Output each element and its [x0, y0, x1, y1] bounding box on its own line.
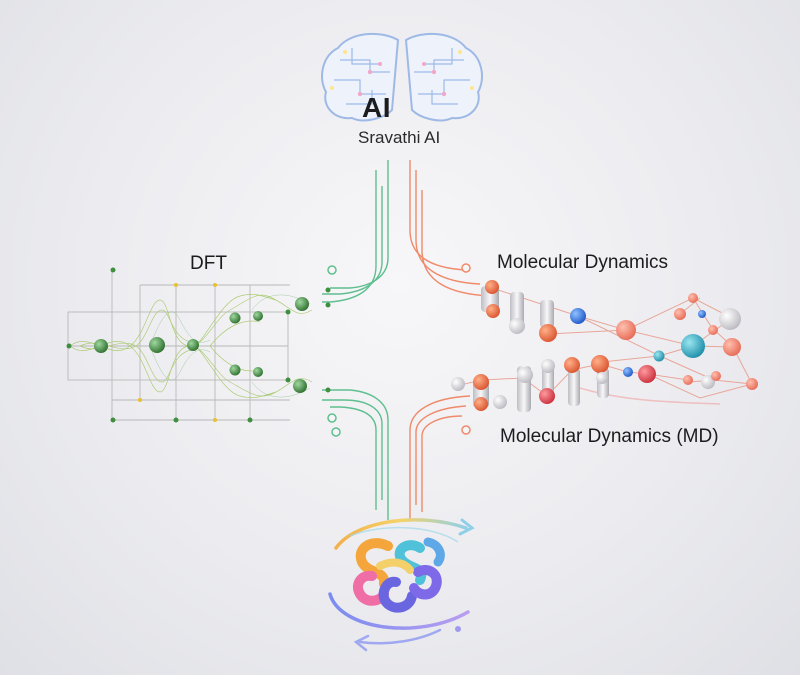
green-connector-lines	[322, 160, 389, 520]
md-label-top: Molecular Dynamics	[497, 252, 669, 273]
brain-circuit-icon	[321, 32, 483, 122]
dft-wavefunction-grid-icon	[66, 267, 331, 423]
dft-label: DFT	[190, 253, 227, 274]
molecular-rings-cycle-icon	[328, 518, 475, 652]
hub-title: AI	[362, 92, 391, 123]
molecule-network-icon	[451, 280, 758, 412]
hub-subtitle: Sravathi AI	[358, 128, 441, 147]
orange-connector-lines	[409, 160, 491, 520]
md-label-bottom: Molecular Dynamics (MD)	[500, 426, 719, 447]
connector-endpoint-nodes	[327, 263, 471, 437]
